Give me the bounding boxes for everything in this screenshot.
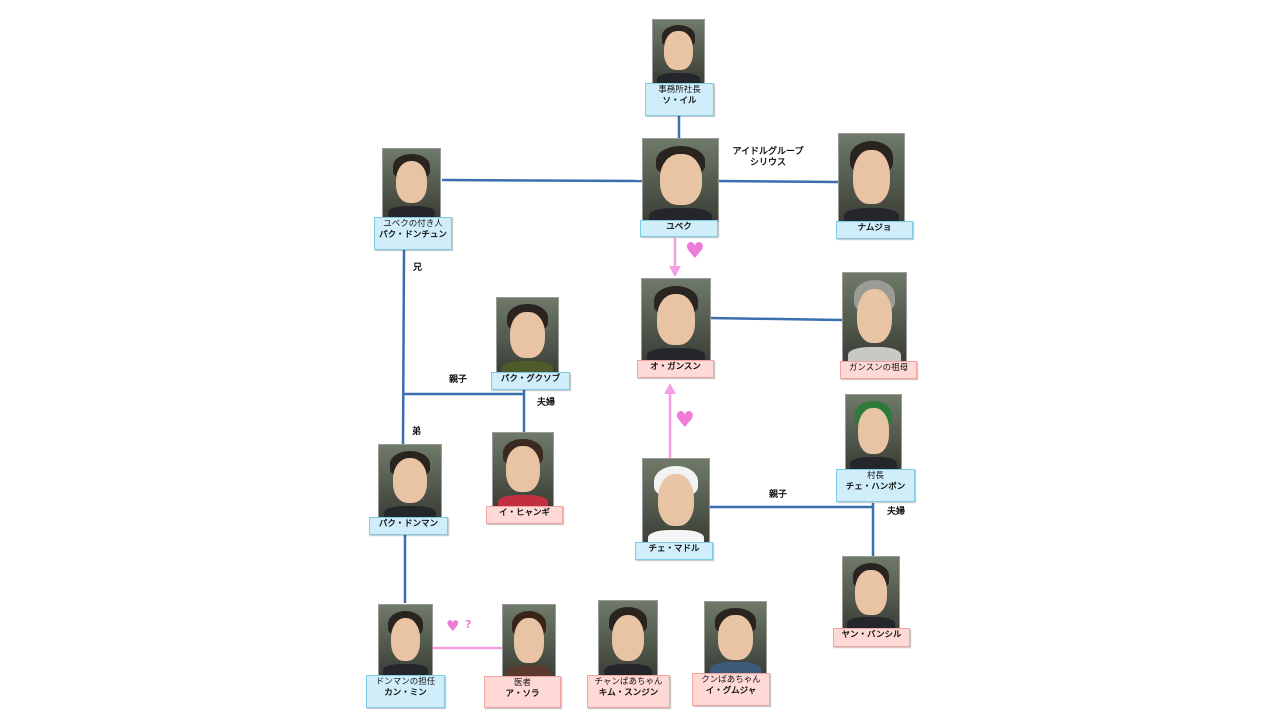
label-yubek: ユベク — [640, 220, 718, 237]
line-yubek-namujo — [717, 179, 839, 184]
older-brother-label: 兄 — [413, 263, 423, 273]
photo-sora — [502, 604, 556, 678]
photo-gansun — [641, 278, 711, 362]
photo-hyangi — [492, 432, 554, 508]
label-namujo: ナムジョ — [836, 221, 913, 239]
line-dongchun-yubek — [441, 178, 643, 183]
married-right-label: 夫婦 — [887, 507, 906, 517]
photo-hanbon — [845, 394, 902, 470]
role-text: クンばあちゃん — [701, 675, 761, 685]
photo-grandma — [842, 272, 907, 362]
label-kangmin: ドンマンの担任 カン・ミン — [366, 675, 445, 708]
name-text: ナムジョ — [857, 223, 892, 233]
name-text: ガンスンの祖母 — [848, 363, 909, 373]
heart-icon: ♥ — [675, 408, 695, 433]
name-text: イ・ヒャンギ — [498, 508, 550, 518]
question-mark: ? — [465, 618, 472, 631]
name-text: オ・ガンスン — [650, 362, 701, 372]
role-text: チャンばあちゃん — [594, 677, 663, 687]
photo-sunjin — [598, 600, 658, 677]
photo-dongman — [378, 444, 442, 519]
parent-child-left-label: 親子 — [449, 375, 468, 385]
role-text: ユベクの付き人 — [383, 219, 443, 229]
name-text: ヤン・バンシル — [841, 630, 902, 640]
photo-gumja — [704, 601, 767, 675]
label-bansil: ヤン・バンシル — [833, 628, 910, 647]
parent-child-right-label: 親子 — [769, 490, 788, 500]
label-sunjin: チャンばあちゃん キム・スンジン — [587, 675, 670, 708]
label-madol: チェ・マドル — [635, 542, 713, 560]
label-hanbon: 村長 チェ・ハンボン — [836, 469, 915, 502]
idol-group-label: アイドルグループ シリウス — [728, 147, 808, 169]
name-text: ソ・イル — [662, 96, 697, 106]
name-text: イ・グムジャ — [705, 686, 757, 696]
idol-group-line1: アイドルグループ — [732, 147, 804, 157]
arrowhead-down — [669, 266, 681, 277]
idol-group-line2: シリウス — [749, 158, 786, 168]
photo-kangmin — [378, 604, 433, 676]
heart-icon: ♥ — [685, 239, 705, 264]
younger-brother-label: 弟 — [412, 427, 422, 437]
heart-icon: ♥ — [446, 617, 460, 635]
role-text: 医者 — [513, 678, 531, 688]
name-text: カン・ミン — [384, 688, 427, 698]
photo-yubek — [642, 138, 719, 222]
name-text: チェ・ハンボン — [845, 482, 906, 492]
label-gansun: オ・ガンスン — [637, 360, 714, 378]
label-gumja: クンばあちゃん イ・グムジャ — [692, 673, 770, 706]
name-text: パク・グクソブ — [500, 374, 561, 384]
label-gukseob: パク・グクソブ — [491, 372, 570, 390]
name-text: パク・ドンマン — [378, 519, 439, 529]
photo-namujo — [838, 133, 905, 223]
name-text: パク・ドンチュン — [379, 230, 447, 240]
role-text: 事務所社長 — [658, 85, 701, 95]
label-dongman: パク・ドンマン — [369, 517, 448, 535]
photo-madol — [642, 458, 710, 544]
label-sora: 医者 ア・ソラ — [484, 676, 561, 708]
photo-gukseob — [496, 297, 559, 374]
role-text: ドンマンの担任 — [375, 677, 436, 687]
photo-bansil — [842, 556, 900, 630]
name-text: キム・スンジン — [598, 688, 659, 698]
label-grandma: ガンスンの祖母 — [840, 361, 917, 379]
label-dongchun: ユベクの付き人 パク・ドンチュン — [374, 217, 452, 250]
photo-dongchun — [382, 148, 441, 218]
name-text: ユベク — [666, 222, 692, 232]
label-hyangi: イ・ヒャンギ — [486, 506, 563, 524]
role-text: 村長 — [866, 471, 884, 481]
line-gansun-grandma — [707, 316, 843, 322]
label-soil: 事務所社長 ソ・イル — [645, 83, 714, 116]
line-dongchun-down — [401, 249, 406, 445]
photo-soil — [652, 19, 705, 84]
name-text: ア・ソラ — [505, 689, 540, 699]
name-text: チェ・マドル — [648, 544, 700, 554]
arrowhead-up — [664, 383, 676, 394]
married-left-label: 夫婦 — [537, 398, 556, 408]
